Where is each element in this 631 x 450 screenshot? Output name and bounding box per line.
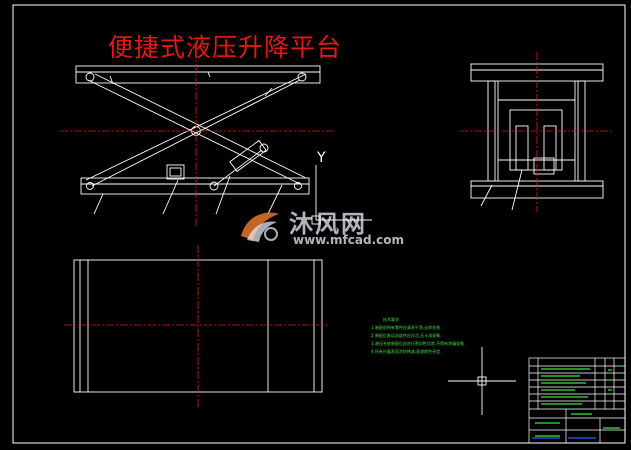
drawing-title: 便捷式液压升降平台 [108,33,343,62]
cylinder-pivot [259,143,269,153]
pump-box-inner [169,167,182,177]
technical-note-item: 4.所有外露表面涂防锈漆,面漆颜色另定. [371,349,442,354]
leader-line [207,71,211,78]
scissor-arm-a-upper [87,79,301,185]
crosshair-box [477,376,487,386]
pivot-joint [209,181,219,191]
ucs-y-label: Y [317,150,326,166]
title-block [528,357,626,444]
leader-line [267,184,283,215]
leader-line [162,179,179,215]
watermark-logo-icon [241,212,279,242]
technical-notes-heading: 技术要求 [383,317,399,322]
side-cylinder-right [543,125,557,171]
title-block-text-marks [535,365,622,437]
crosshair-cursor [448,347,516,415]
bottom-base [80,177,310,195]
leader-line [93,193,104,215]
watermark-url: www.mfcad.com [293,233,404,247]
pivot-joint [85,72,95,82]
hydraulic-cylinder-rod [213,149,263,187]
watermark-site-name: 沐风网 [289,210,367,238]
technical-notes: 技术要求 1.装配前所有零件应清洗干净,去除毛刺. 2.装配后各运动部件应灵活,… [371,316,481,356]
leader-line [109,75,114,85]
technical-note-item: 2.装配后各运动部件应灵活,无卡滞现象. [371,333,442,338]
title-block-outline [528,357,626,444]
technical-note-item: 3.液压系统装配后应进行密封性试验,不得有渗漏现象. [371,341,466,346]
ucs-origin-box [311,215,321,225]
hydraulic-cylinder-body [229,139,267,173]
leader-line [511,169,523,211]
scissor-arm-b-upper [91,79,301,187]
leader-line [215,175,231,215]
technical-note-item: 1.装配前所有零件应清洗干净,去除毛刺. [371,325,442,330]
pump-box [166,164,185,180]
leader-line [264,87,273,97]
side-cylinder-left [515,125,529,171]
watermark: 沐风网 www.mfcad.com [237,204,407,250]
leader-line [480,184,493,207]
sheet-border [12,4,626,444]
pivot-joint [297,72,307,82]
side-inner-frame [509,109,563,171]
top-platform [75,65,321,84]
front-view [75,65,372,225]
scissor-arm-a-lower [94,73,307,179]
pivot-joint [86,182,94,190]
side-pump [533,157,555,175]
pivot-joint [294,182,302,190]
